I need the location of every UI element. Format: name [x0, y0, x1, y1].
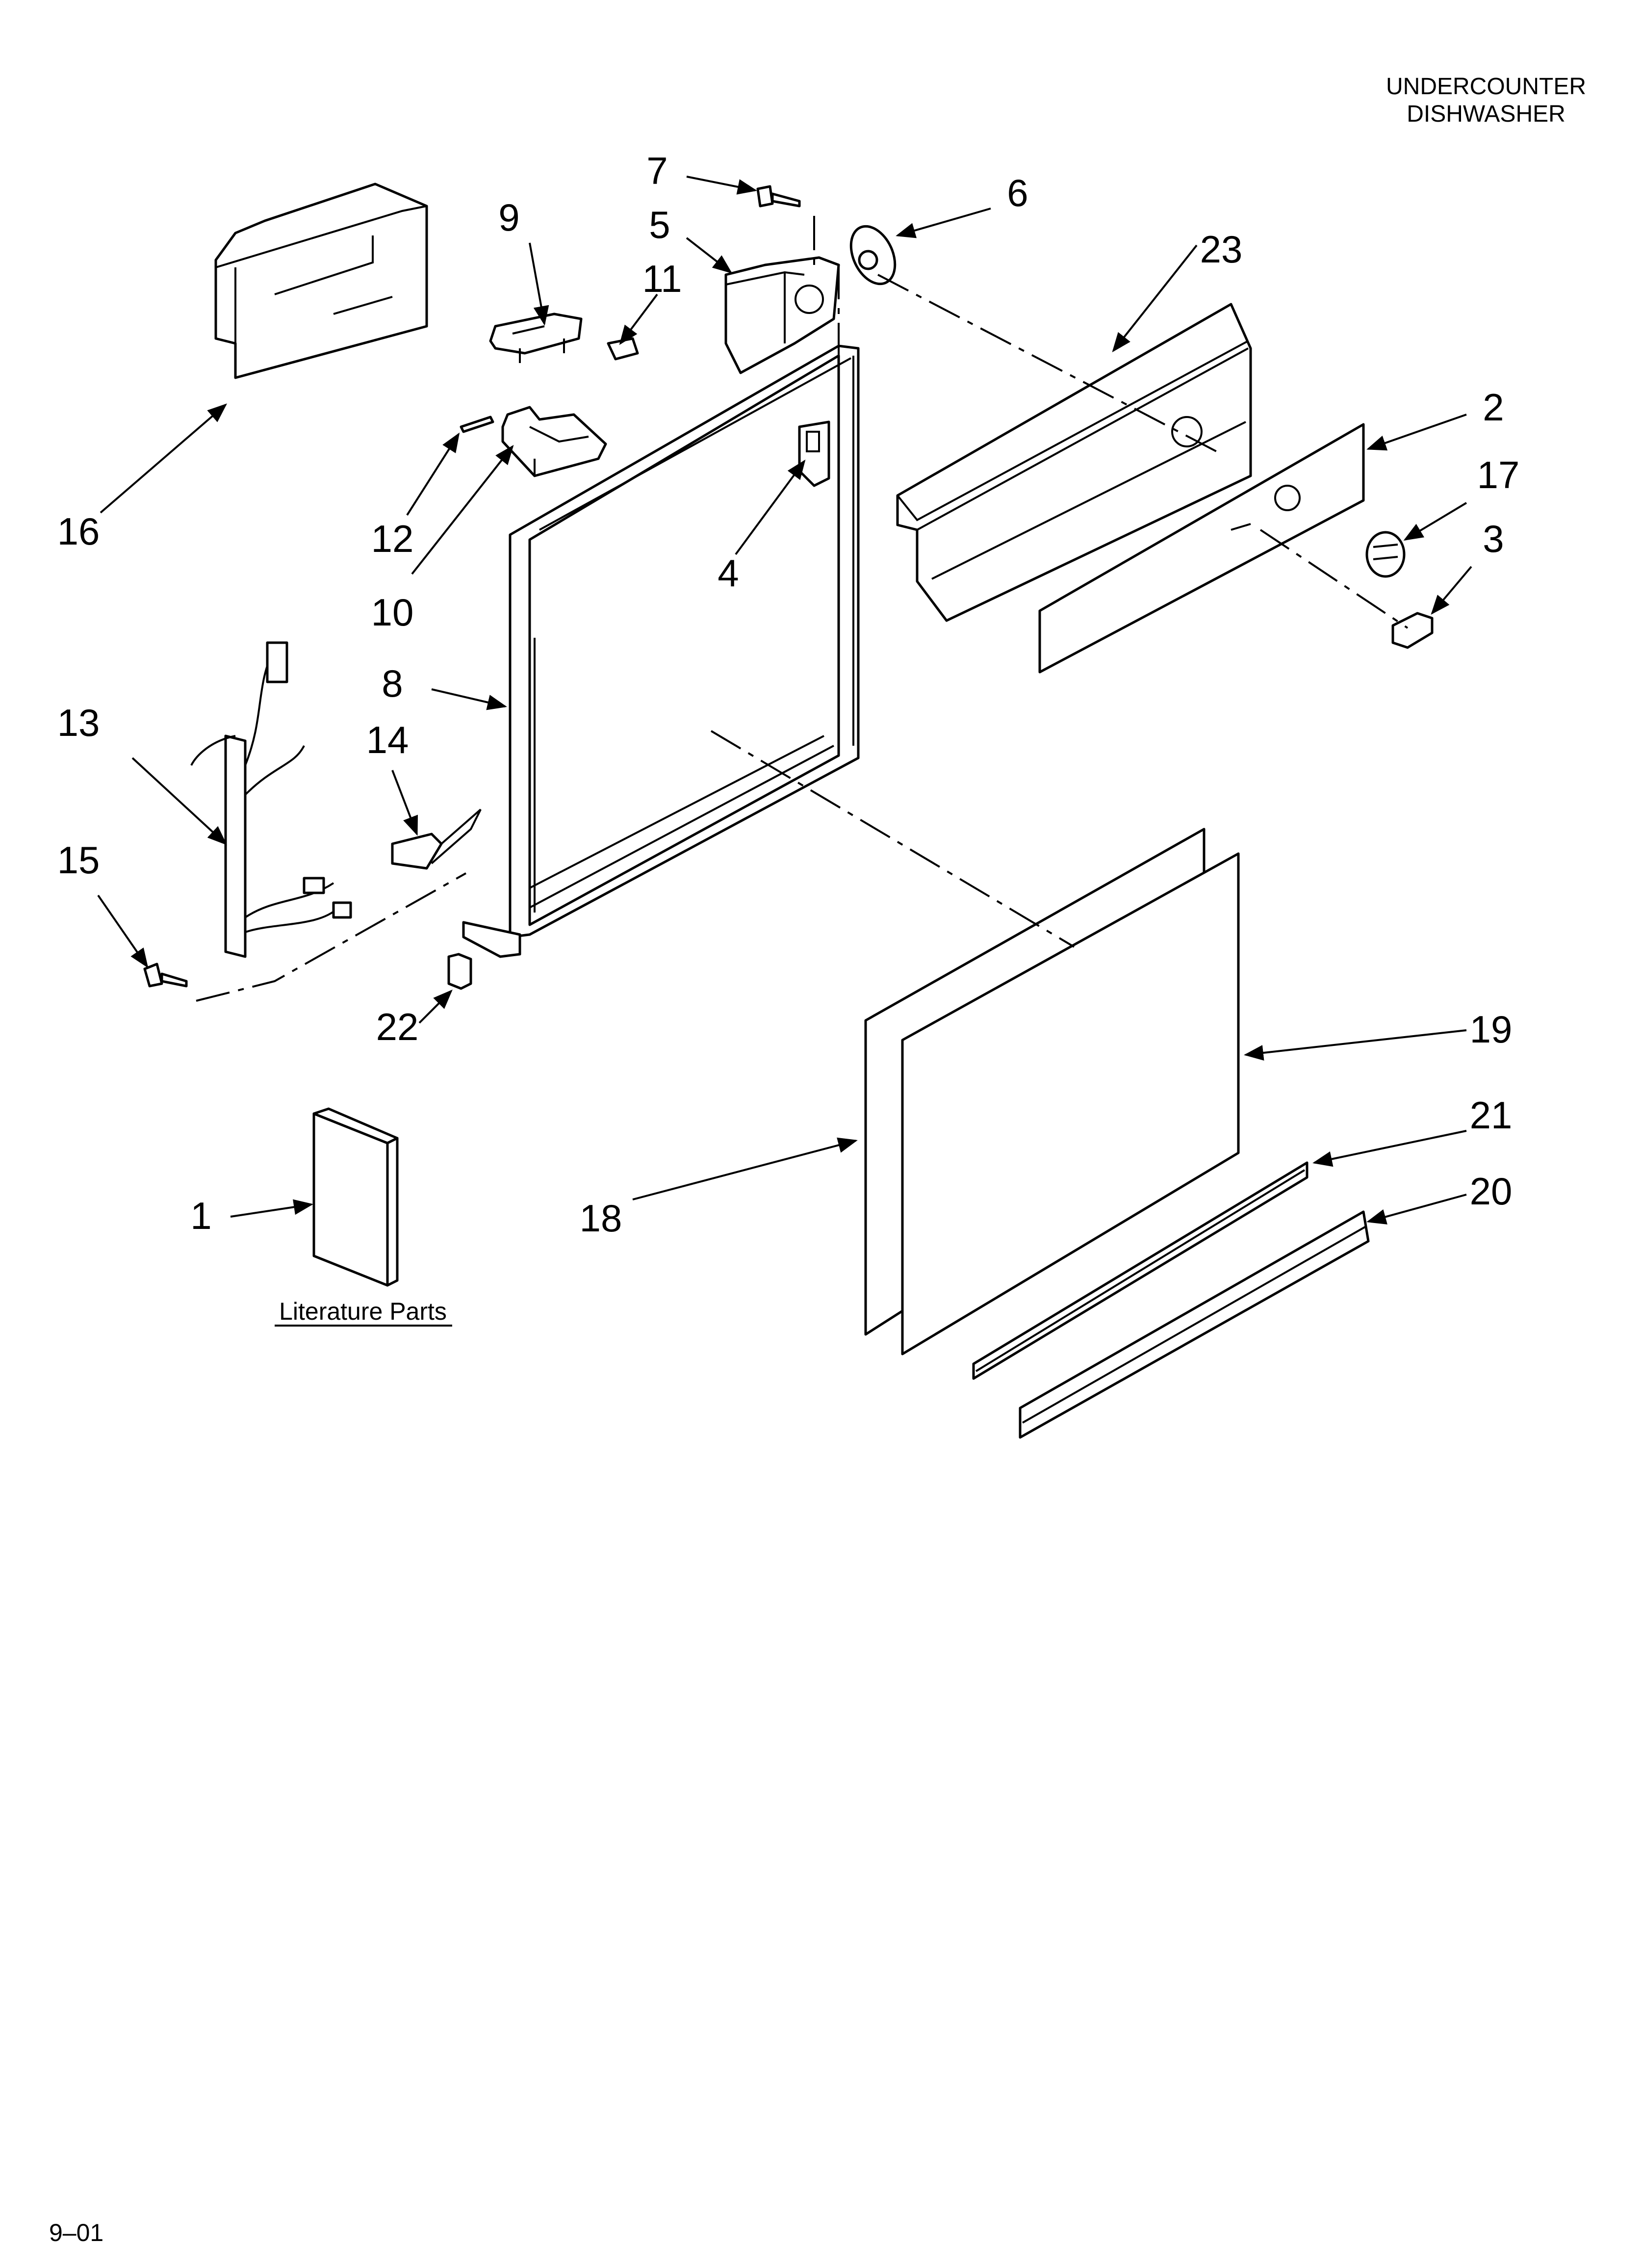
part-19-panel — [901, 852, 1240, 1356]
callout-5: 5 — [649, 203, 670, 246]
part-21-trim — [972, 1161, 1308, 1380]
part-1-literature — [312, 1107, 399, 1287]
hinge-bracket — [462, 921, 521, 958]
callout-12: 12 — [371, 517, 414, 560]
part-3-button — [1391, 612, 1434, 649]
part-2-overlay — [1038, 423, 1365, 674]
callout-15: 15 — [57, 838, 100, 882]
part-23-control-panel — [896, 303, 1252, 622]
callout-17: 17 — [1477, 453, 1520, 496]
part-15-screw — [143, 963, 188, 988]
part-16-cover — [214, 182, 428, 379]
callout-20: 20 — [1470, 1170, 1513, 1213]
part-9-switch — [489, 313, 583, 363]
callout-4: 4 — [718, 551, 739, 595]
part-20-trim — [1019, 1210, 1370, 1439]
assembly-lines — [196, 216, 1409, 1002]
callout-13: 13 — [57, 701, 100, 744]
callout-numbers: 7 6 5 9 11 23 2 17 3 16 12 10 4 8 13 14 … — [57, 149, 1520, 1240]
callout-14: 14 — [366, 718, 409, 761]
callout-19: 19 — [1470, 1008, 1513, 1051]
part-6-knob — [849, 225, 897, 286]
callout-8: 8 — [382, 662, 403, 705]
callout-6: 6 — [1007, 171, 1028, 214]
callout-21: 21 — [1470, 1094, 1513, 1137]
callout-7: 7 — [646, 149, 667, 192]
callout-2: 2 — [1483, 386, 1504, 429]
part-22-clip — [447, 953, 472, 990]
callout-1: 1 — [190, 1194, 211, 1237]
callout-23: 23 — [1200, 228, 1243, 271]
part-17-knob — [1365, 531, 1406, 578]
literature-label: Literature Parts — [279, 1298, 447, 1325]
callout-18: 18 — [580, 1197, 622, 1240]
part-10-housing — [501, 406, 607, 477]
part-12-strip — [460, 416, 494, 433]
header-line2: DISHWASHER — [1407, 101, 1565, 127]
part-5-timer — [724, 256, 840, 374]
part-7-screw — [756, 185, 801, 208]
callout-22: 22 — [376, 1005, 419, 1048]
header-line1: UNDERCOUNTER — [1386, 74, 1586, 100]
part-4-latch — [798, 420, 830, 487]
callout-10: 10 — [371, 591, 414, 634]
part-13-harness — [190, 641, 352, 958]
footer-code: 9–01 — [49, 2219, 103, 2246]
callout-3: 3 — [1483, 517, 1504, 560]
callout-16: 16 — [57, 510, 100, 553]
callout-11: 11 — [642, 257, 682, 300]
part-14-sensor — [391, 808, 482, 870]
callout-9: 9 — [498, 196, 519, 239]
leader-lines — [97, 176, 1472, 1225]
